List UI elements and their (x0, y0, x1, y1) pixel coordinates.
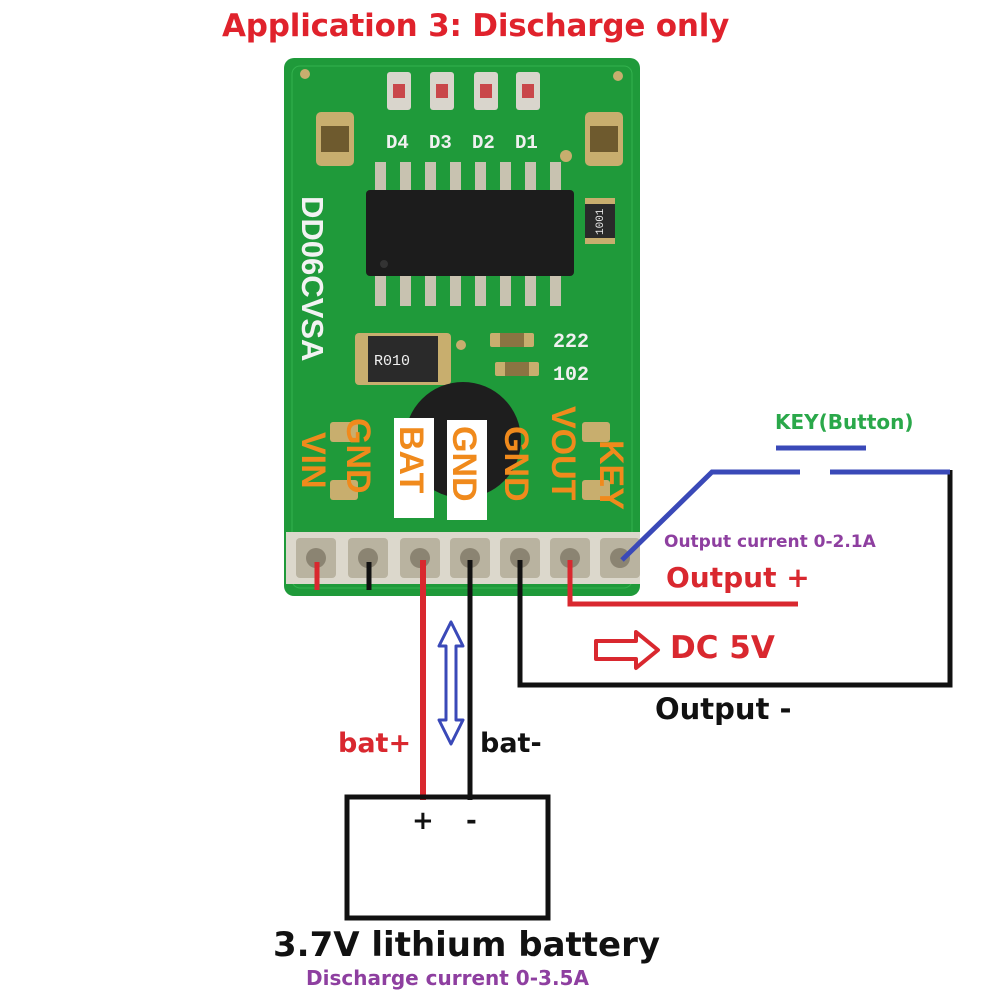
pin-bat (400, 538, 440, 578)
battery-label: 3.7V lithium battery (273, 925, 661, 965)
led-d3 (430, 72, 454, 110)
wire-key (620, 469, 800, 562)
led-group: D4 D3 D2 D1 (386, 72, 540, 154)
smd-resistor-1001: 1001 (585, 198, 615, 244)
smd-marking: 1001 (595, 208, 607, 235)
battery-terminal-plus: + (412, 806, 434, 836)
bat-plus-label: bat+ (338, 728, 412, 759)
pin-gnd-1 (348, 538, 388, 578)
arrow-right-icon (594, 630, 660, 670)
key-button-label: KEY(Button) (775, 410, 914, 434)
bat-minus-label: bat- (480, 728, 542, 759)
output-current-label: Output current 0-2.1A (664, 532, 876, 552)
shunt-resistor: R010 (355, 333, 451, 385)
dc-voltage-label: DC 5V (670, 630, 775, 666)
pin-label-key: KEY (592, 440, 630, 510)
pin-label-vin: VIN (294, 432, 332, 489)
board-model-text: DD06CVSA (295, 196, 330, 361)
pcb-module: D4 D3 D2 D1 1001 (284, 58, 640, 596)
pin-vout (550, 538, 590, 578)
capacitor-102 (495, 362, 539, 376)
led-label-d3: D3 (429, 132, 452, 154)
resistor-marking: R010 (374, 353, 410, 370)
pin-gnd-3 (500, 538, 540, 578)
pin-gnd-2 (450, 538, 490, 578)
output-plus-label: Output + (666, 561, 810, 594)
capacitor-222 (490, 333, 534, 347)
led-d1 (516, 72, 540, 110)
capacitor-right (585, 112, 623, 166)
led-label-d2: D2 (472, 132, 495, 154)
cap-code-102: 102 (553, 364, 589, 387)
battery-box (344, 794, 551, 921)
wire-output-plus (567, 560, 798, 607)
pin-label-gnd-3: GND (497, 426, 535, 502)
pin-label-gnd-1: GND (339, 418, 377, 494)
led-label-d4: D4 (386, 132, 409, 154)
wire-output-minus (517, 470, 953, 688)
pin-label-vout: VOUT (544, 406, 582, 501)
cap-code-222: 222 (553, 331, 589, 354)
pin-vin (296, 538, 336, 578)
battery-terminal-minus: - (466, 806, 477, 836)
led-label-d1: D1 (515, 132, 538, 154)
ic-chip (366, 162, 574, 306)
output-minus-label: Output - (655, 692, 792, 726)
pin-key (600, 538, 640, 578)
pin-label-bat: BAT (392, 426, 430, 494)
discharge-current-label: Discharge current 0-3.5A (306, 966, 589, 990)
pin-label-gnd-2: GND (445, 426, 483, 502)
led-d2 (474, 72, 498, 110)
led-d4 (387, 72, 411, 110)
bidirectional-arrow-icon (437, 620, 465, 746)
pin-labels: VIN GND BAT GND GND VOUT KEY (294, 406, 630, 510)
pin-holes (296, 538, 640, 578)
capacitor-left (316, 112, 354, 166)
page-title: Application 3: Discharge only (222, 8, 730, 44)
